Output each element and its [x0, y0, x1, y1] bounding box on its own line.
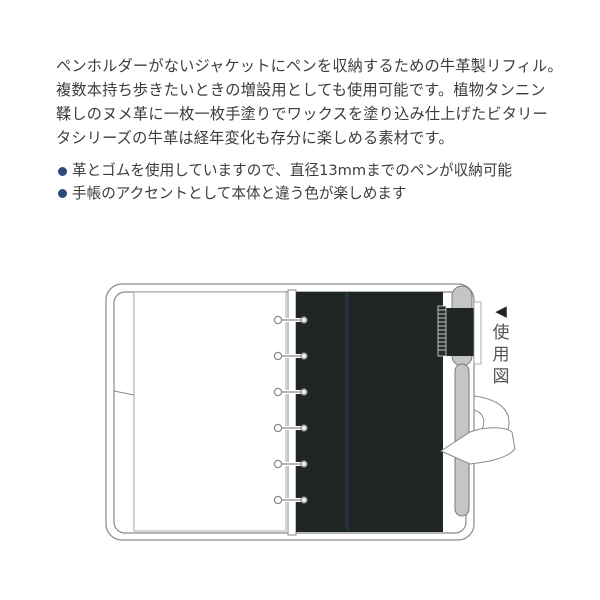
elastic-band-front [439, 427, 516, 465]
ring-icon [273, 459, 308, 469]
description-line: ペンホルダーがないジャケットにペンを収納するための牛革製リフィル。 [56, 57, 563, 75]
product-description: ペンホルダーがないジャケットにペンを収納するための牛革製リフィル。 複数本持ち歩… [56, 54, 576, 150]
feature-list: 革とゴムを使用していますので、直径13mmまでのペンが収納可能 手帳のアクセント… [58, 160, 512, 205]
ring-icon [273, 351, 308, 361]
description-line: 鞣しのヌメ革に一枚一枚手塗りでワックスを塗り込み仕上げたビタリー [56, 105, 548, 123]
usage-label-char: 図 [492, 367, 510, 387]
elastic-stitch [437, 305, 447, 357]
arrow-left-icon: ◀ [495, 302, 507, 320]
notebook-page [133, 291, 287, 532]
description-line: タシリーズの牛革は経年変化も存分に楽しめる素材です。 [56, 129, 454, 147]
pen-holder-tab [473, 301, 482, 365]
usage-label-char: 使 [492, 323, 510, 343]
description-line: 複数本持ち歩きたいときの増設用としても使用可能です。植物タンニン [56, 81, 546, 99]
feature-item: 革とゴムを使用していますので、直径13mmまでのペンが収納可能 [58, 160, 512, 183]
ring-icon [273, 387, 308, 397]
ring-icon [273, 495, 308, 505]
bullet-dot-icon [58, 189, 67, 199]
feature-item: 手帳のアクセントとして本体と違う色が楽しめます [58, 183, 512, 206]
leather-refill [296, 292, 443, 532]
pen-holder-strap [446, 308, 478, 356]
ring-icon [273, 423, 308, 433]
usage-diagram-label: ◀ 使 用 図 [491, 302, 511, 388]
feature-text: 手帳のアクセントとして本体と違う色が楽しめます [72, 184, 407, 202]
ring-icon [273, 315, 308, 325]
binder-rings [273, 315, 308, 505]
feature-text: 革とゴムを使用していますので、直径13mmまでのペンが収納可能 [72, 162, 513, 179]
usage-label-char: 用 [492, 345, 510, 365]
bullet-dot-icon [58, 166, 67, 176]
